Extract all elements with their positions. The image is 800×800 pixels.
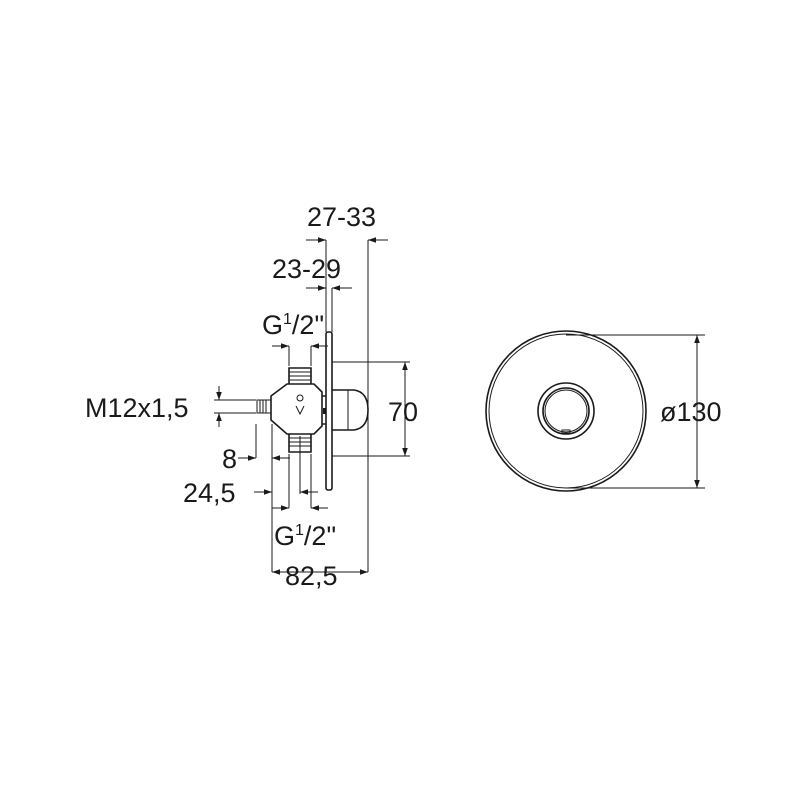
- dimension-labels: 27-33 23-29 G1/2" M12x1,5 70 8 24,5 G1/2…: [85, 202, 722, 591]
- valve-body: [270, 383, 323, 435]
- label-thread-left: M12x1,5: [85, 393, 189, 423]
- push-button-ring: [537, 382, 595, 440]
- label-thread-top: G1/2": [262, 310, 324, 340]
- left-threaded-inlet: [256, 399, 272, 414]
- valve-side-view: [256, 331, 369, 491]
- label-offset-small: 8: [222, 444, 237, 474]
- diameter-dimension: [566, 334, 705, 489]
- label-23-29: 23-29: [272, 254, 341, 284]
- label-total-depth: 82,5: [285, 561, 338, 591]
- cover-plate-edge: [488, 333, 644, 489]
- label-offset-mid: 24,5: [183, 478, 236, 508]
- label-27-33: 27-33: [307, 202, 376, 232]
- valve-front-view: [485, 330, 647, 492]
- wall-plate: [325, 331, 333, 491]
- label-thread-bottom: G1/2": [274, 521, 336, 551]
- label-height: 70: [388, 397, 418, 427]
- cover-plate-outline: [485, 330, 647, 492]
- push-cartridge: [322, 395, 326, 425]
- push-button: [332, 389, 369, 431]
- push-button-inner: [542, 387, 590, 435]
- label-plate-diameter: ø130: [660, 397, 722, 427]
- side-view-dimensions: [214, 237, 410, 575]
